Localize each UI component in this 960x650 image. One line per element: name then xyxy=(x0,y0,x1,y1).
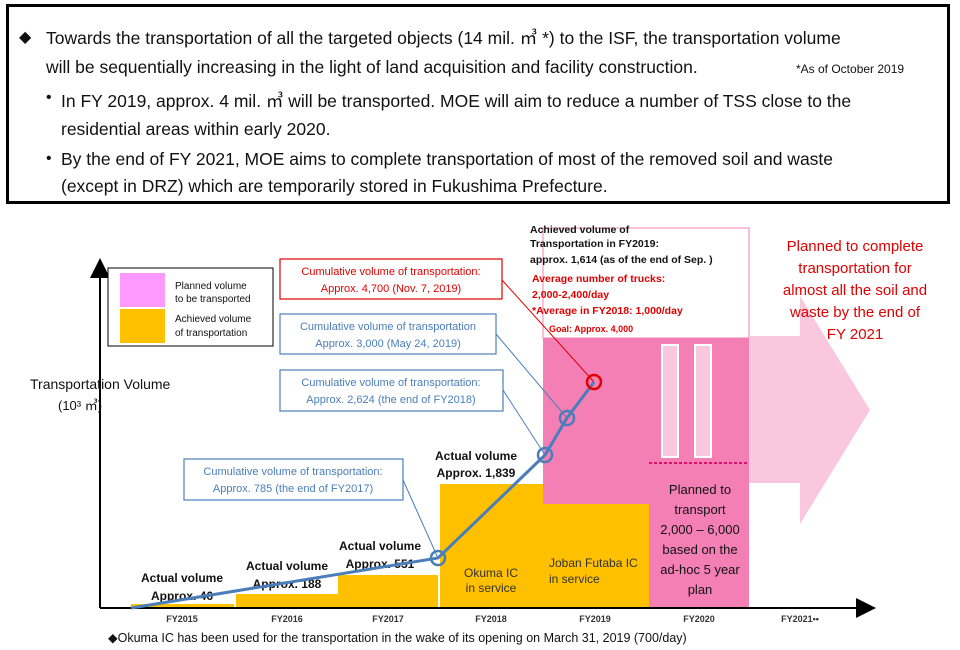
trucks-note: *Average in FY2018: 1,000/day xyxy=(532,305,683,317)
callout-text: Approx. 3,000 (May 24, 2019) xyxy=(315,338,461,350)
fy2019-achieved-note: Transportation in FY2019: xyxy=(530,238,659,250)
fy2019-notes-area xyxy=(542,227,750,339)
arrow-text-line: Planned to complete xyxy=(787,238,924,255)
bullet-dot-icon: • xyxy=(46,89,52,106)
bullet-dot-icon: • xyxy=(46,150,52,167)
callout-2624: Cumulative volume of transportation: App… xyxy=(279,369,546,456)
plan-text-line: 2,000 – 6,000 xyxy=(660,522,740,537)
bullet1-line-2: residential areas within early 2020. xyxy=(61,119,331,139)
x-tick-labels: FY2015 FY2016 FY2017 FY2018 FY2019 FY202… xyxy=(166,614,819,624)
callout-3000: Cumulative volume of transportation Appr… xyxy=(279,313,568,419)
legend-planned-label-1: Planned volume xyxy=(175,281,247,292)
x-tick-label: FY2019 xyxy=(579,614,611,624)
callout-785: Cumulative volume of transportation: App… xyxy=(183,458,439,559)
x-tick-label: FY2021•• xyxy=(781,614,819,624)
plan-text-line: based on the xyxy=(662,542,737,557)
bar-achieved-fy2015 xyxy=(131,604,234,608)
x-tick-label: FY2015 xyxy=(166,614,198,624)
bar-achieved-fy2016 xyxy=(236,594,338,608)
arrow-text-line: waste by the end of xyxy=(789,304,921,321)
bar-achieved-fy2017 xyxy=(338,575,438,608)
bar-label: Approx. 551 xyxy=(346,557,415,571)
bullet2-line-2: (except in DRZ) which are temporarily st… xyxy=(61,176,608,196)
bar-label: Actual volume xyxy=(339,539,421,553)
okuma-ic-label: Okuma IC xyxy=(464,566,518,580)
legend-achieved-label-1: Achieved volume xyxy=(175,314,252,325)
bar-label: Approx. 1,839 xyxy=(437,466,516,480)
cumulative-point xyxy=(558,409,576,427)
arrow-text-line: FY 2021 xyxy=(827,326,883,343)
trucks-note: 2,000-2,400/day xyxy=(532,289,609,301)
callout-text: Cumulative volume of transportation: xyxy=(301,377,480,389)
callout-text: Cumulative volume of transportation: xyxy=(301,266,480,278)
callout-4700: Cumulative volume of transportation: App… xyxy=(279,258,595,383)
cumulative-point xyxy=(536,446,554,464)
cumulative-point xyxy=(429,549,447,567)
goal-note: Goal: Approx. 4,000 xyxy=(549,324,633,334)
legend-achieved-label-2: of transportation xyxy=(175,328,247,339)
legend-planned-label-2: to be transported xyxy=(175,294,251,305)
bar-label: Actual volume xyxy=(246,559,328,573)
fy2020-stripe xyxy=(661,344,679,458)
fy2020-plan-text: Planned to transport 2,000 – 6,000 based… xyxy=(660,482,740,597)
summary-main-line-2: will be sequentially increasing in the l… xyxy=(46,57,698,77)
legend-swatch-achieved xyxy=(120,309,165,343)
callout-text: Cumulative volume of transportation: xyxy=(203,466,382,478)
bar-achieved-fy2019 xyxy=(543,504,649,608)
footnote: ◆Okuma IC has been used for the transpor… xyxy=(108,631,687,645)
fy2019-achieved-note: approx. 1,614 (as of the end of Sep. ) xyxy=(530,254,713,266)
x-tick-label: FY2020 xyxy=(683,614,715,624)
bullet1-line-1: In FY 2019, approx. 4 mil. ㎥ will be tra… xyxy=(61,91,852,111)
joban-ic-label: Joban Futaba IC xyxy=(549,556,638,570)
arrow-text-line: almost all the soil and xyxy=(783,282,927,299)
callout-text: Approx. 4,700 (Nov. 7, 2019) xyxy=(321,283,461,295)
plan-text-line: Planned to xyxy=(669,482,731,497)
bullet2-line-1: By the end of FY 2021, MOE aims to compl… xyxy=(61,149,834,169)
cumulative-point xyxy=(585,373,603,391)
bar-label: Actual volume xyxy=(435,449,517,463)
y-axis-label: Transportation Volume xyxy=(30,376,171,392)
bar-label: Approx. 46 xyxy=(151,589,213,603)
as-of-note: *As of October 2019 xyxy=(796,62,905,76)
future-arrow xyxy=(749,296,870,524)
trucks-note: Average number of trucks: xyxy=(532,273,665,285)
callout-text: Approx. 785 (the end of FY2017) xyxy=(213,483,373,495)
callout-text: Approx. 2,624 (the end of FY2018) xyxy=(306,394,475,406)
plan-text-line: plan xyxy=(688,582,713,597)
x-tick-label: FY2016 xyxy=(271,614,303,624)
y-axis-unit: (10³ ㎥) xyxy=(58,398,102,413)
bar-value-labels: Actual volume Approx. 46 Actual volume A… xyxy=(141,449,517,603)
arrow-text-line: transportation for xyxy=(798,260,911,277)
diamond-bullet-icon: ◆ xyxy=(19,29,32,46)
arrow-text: Planned to complete transportation for a… xyxy=(783,238,927,343)
plan-text-line: transport xyxy=(674,502,726,517)
bar-label: Actual volume xyxy=(141,571,223,585)
okuma-ic-label: in service xyxy=(466,581,517,595)
x-tick-label: FY2018 xyxy=(475,614,507,624)
joban-ic-label: in service xyxy=(549,572,600,586)
summary-box: ◆ Towards the transportation of all the … xyxy=(6,4,950,204)
cumulative-line-series xyxy=(130,373,603,610)
cumulative-line xyxy=(130,381,596,610)
callout-text: Cumulative volume of transportation xyxy=(300,321,476,333)
legend-swatch-planned xyxy=(120,273,165,307)
fy2020-stripe xyxy=(694,344,712,458)
summary-main-line-1: Towards the transportation of all the ta… xyxy=(46,28,841,48)
fy2019-achieved-note: Achieved volume of xyxy=(530,224,630,236)
x-tick-label: FY2017 xyxy=(372,614,404,624)
plan-text-line: ad-hoc 5 year xyxy=(660,562,740,577)
